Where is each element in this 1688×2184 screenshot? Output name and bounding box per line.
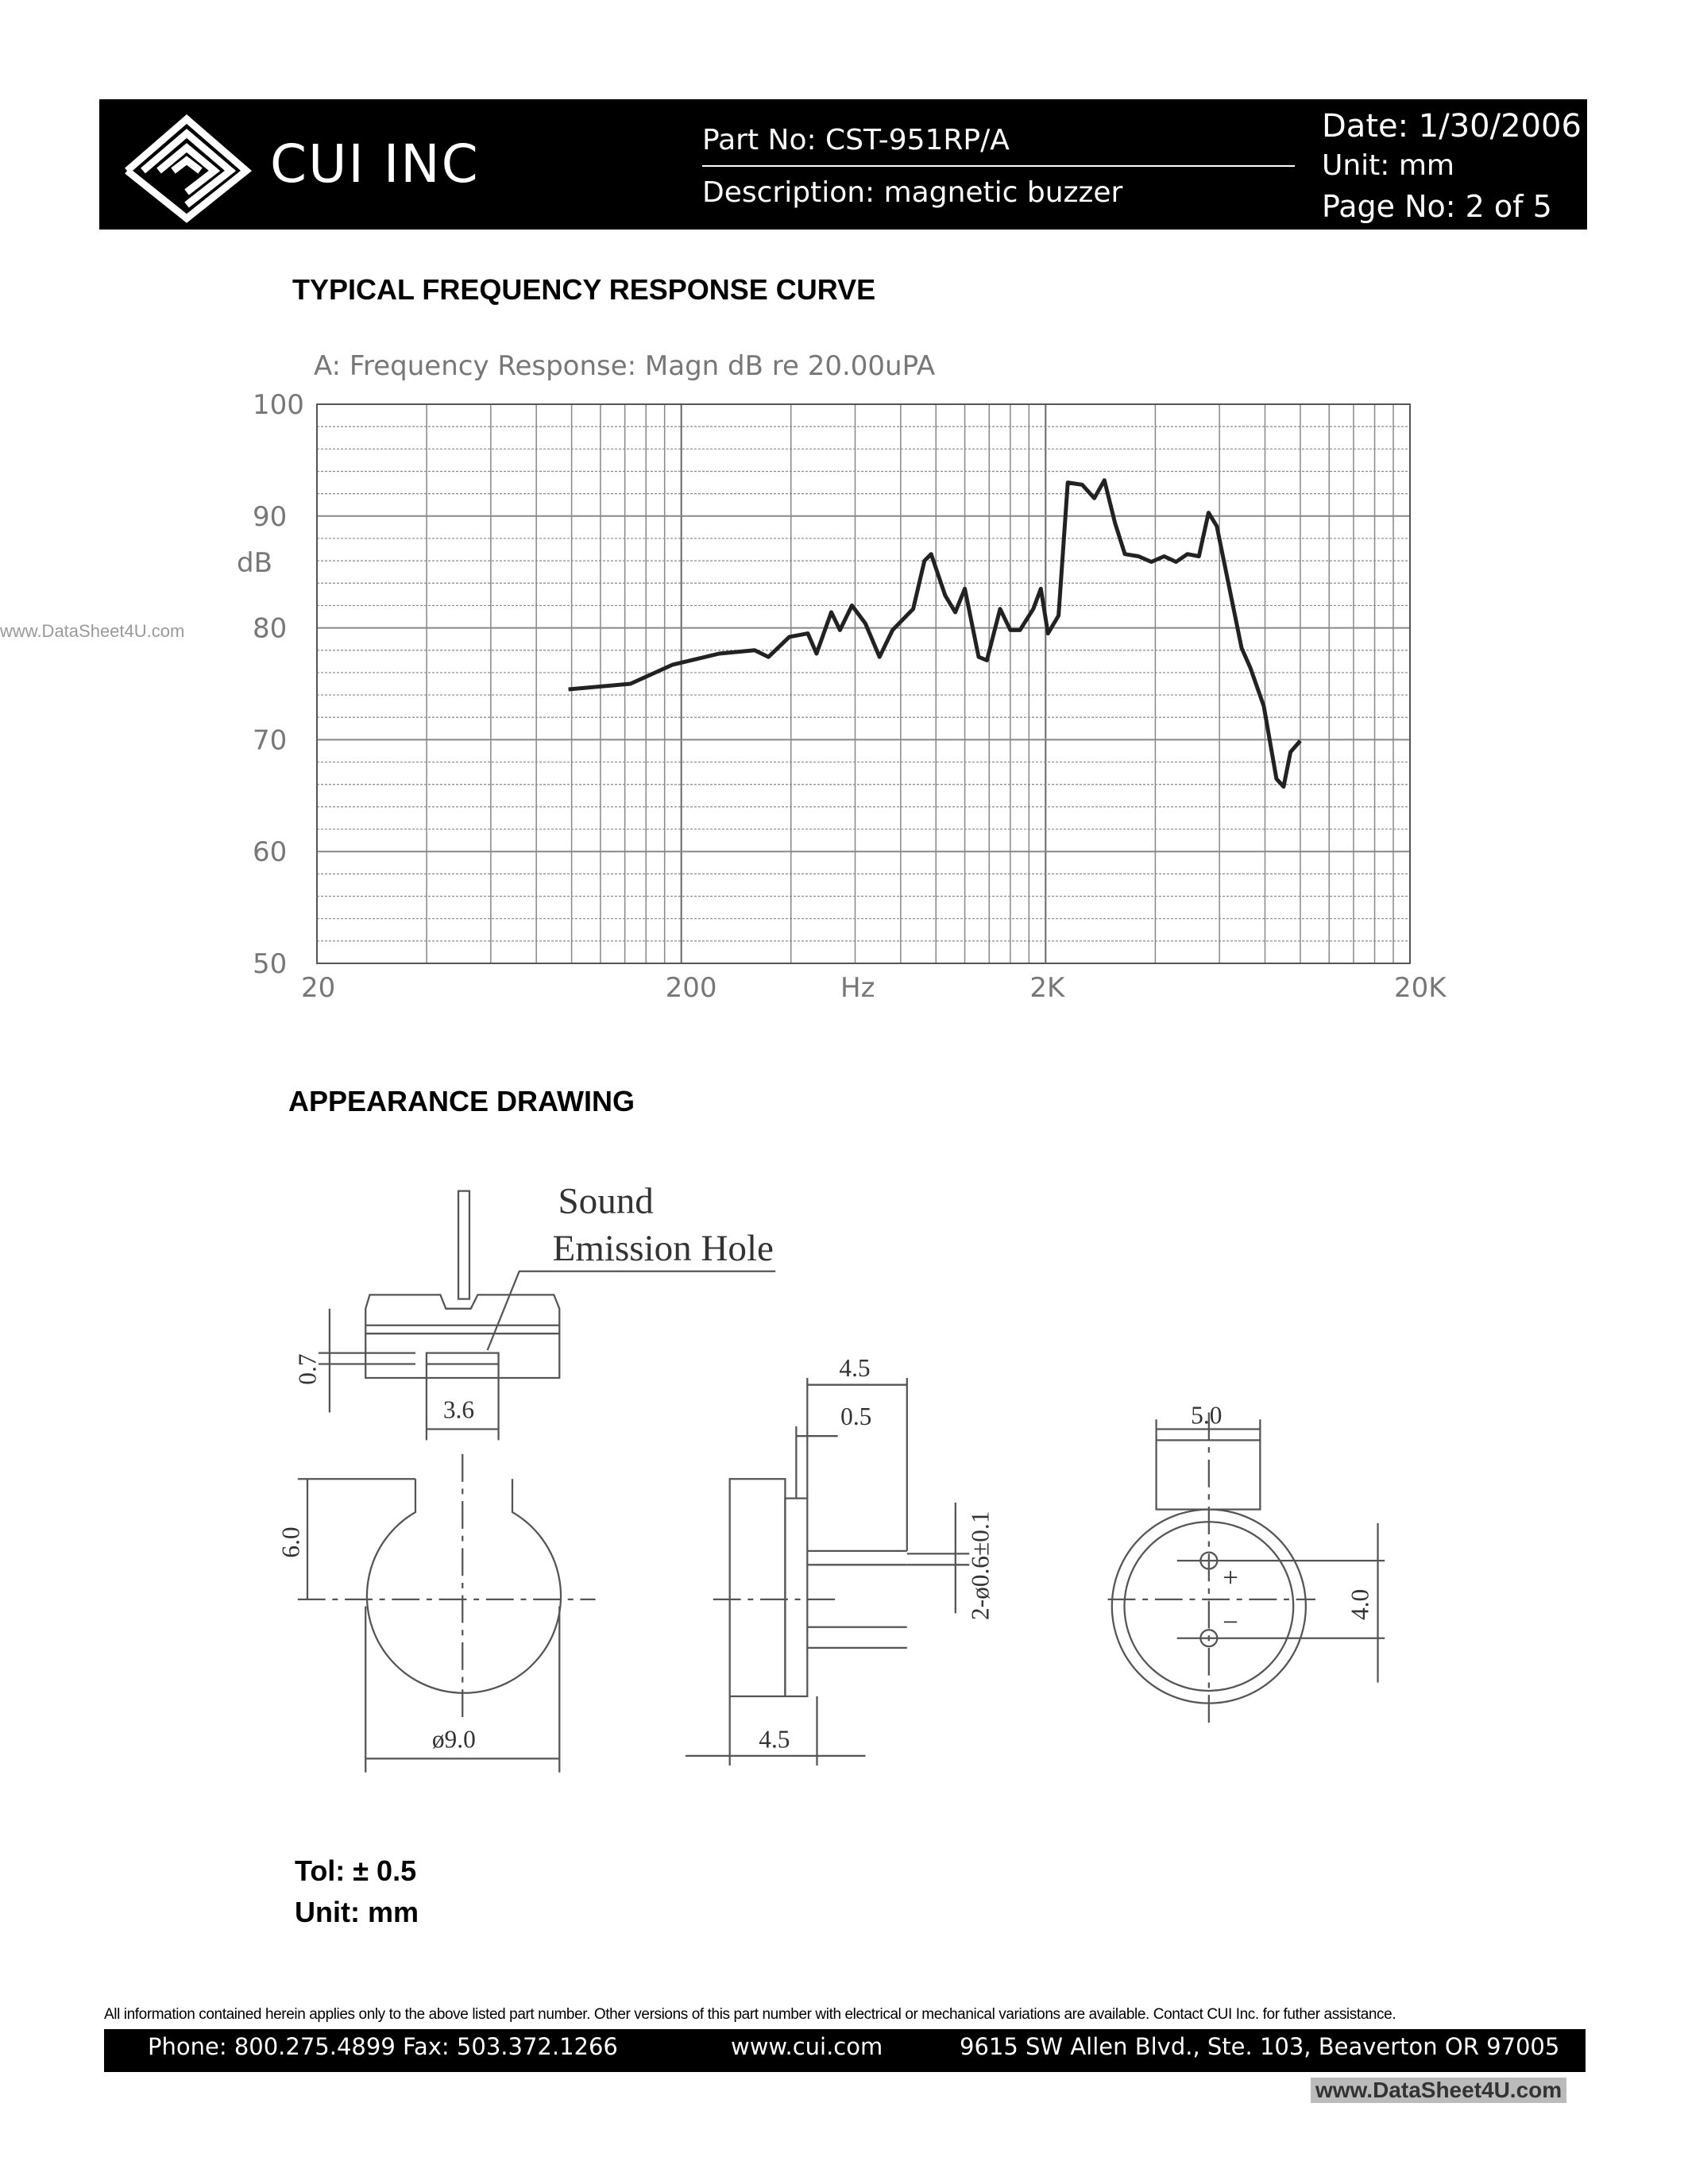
address: 9615 SW Allen Blvd., Ste. 103, Beaverton…	[960, 2033, 1560, 2060]
minus-sign: −	[1223, 1607, 1238, 1638]
response-curve	[568, 478, 1302, 789]
unit: Unit: mm	[1322, 149, 1454, 182]
y-tick-label: 60	[253, 836, 287, 868]
dim-0-5: 0.5	[840, 1403, 871, 1430]
y-tick-label: 80	[253, 613, 287, 645]
y-tick-label: 70	[253, 724, 287, 756]
unit-note: Unit: mm	[295, 1896, 419, 1928]
dim-0-7: 0.7	[293, 1353, 321, 1384]
page-number: Page No: 2 of 5	[1322, 189, 1552, 224]
dim-pins: 2-ø0.6±0.1	[967, 1511, 995, 1620]
emission-hole-label: Emission Hole	[553, 1228, 774, 1269]
buzzer-side-view	[365, 1294, 561, 1379]
sound-label: Sound	[558, 1181, 654, 1222]
watermark-left: www.DataSheet4U.com	[0, 621, 185, 641]
website-link[interactable]: www.cui.com	[731, 2033, 883, 2060]
header-bar	[99, 99, 1587, 230]
leader-line	[486, 1270, 776, 1351]
part-number: Part No: CST-951RP/A	[702, 124, 1010, 156]
disclaimer: All information contained herein applies…	[104, 2006, 1396, 2023]
x-axis-label: Hz	[840, 972, 875, 1004]
phone-fax: Phone: 800.275.4899 Fax: 503.372.1266	[148, 2033, 618, 2060]
plot-frame	[316, 403, 1411, 964]
footer-bar	[104, 2029, 1586, 2072]
header-divider	[702, 165, 1295, 167]
x-tick-label: 20K	[1394, 972, 1447, 1004]
description: Description: magnetic buzzer	[702, 176, 1123, 209]
y-tick-label: 100	[253, 389, 304, 421]
cui-logo-icon	[125, 114, 253, 223]
buzzer-profile	[728, 1478, 786, 1698]
company-name: CUI INC	[270, 133, 480, 195]
x-tick-label: 2K	[1029, 972, 1066, 1004]
chart-title: A: Frequency Response: Magn dB re 20.00u…	[314, 350, 935, 382]
plus-sign: +	[1223, 1562, 1238, 1593]
dim-4-5-bottom: 4.5	[759, 1725, 790, 1753]
frequency-response-chart: A: Frequency Response: Magn dB re 20.00u…	[237, 350, 1447, 1004]
x-tick-label: 200	[666, 972, 717, 1004]
dim-5-0: 5.0	[1191, 1402, 1222, 1430]
watermark-bottom-right: www.DataSheet4U.com	[1311, 2078, 1567, 2103]
pin-shape	[457, 1190, 471, 1300]
appearance-section-title: APPEARANCE DRAWING	[288, 1085, 635, 1117]
y-axis-label: dB	[237, 547, 272, 579]
dim-9-0: ø9.0	[432, 1725, 476, 1753]
tolerance-note: Tol: ± 0.5	[295, 1854, 417, 1887]
y-tick-label: 90	[253, 501, 287, 533]
x-tick-label: 20	[301, 972, 335, 1004]
dim-4-5-top: 4.5	[839, 1354, 870, 1382]
dim-6-0: 6.0	[277, 1526, 305, 1557]
date: Date: 1/30/2006	[1322, 108, 1582, 145]
buzzer-top-view	[365, 1479, 562, 1694]
sound-hole	[425, 1352, 500, 1365]
dim-3-6: 3.6	[443, 1396, 474, 1424]
dim-4-0: 4.0	[1346, 1589, 1373, 1620]
y-tick-label: 50	[253, 948, 287, 980]
frequency-section-title: TYPICAL FREQUENCY RESPONSE CURVE	[292, 273, 876, 306]
